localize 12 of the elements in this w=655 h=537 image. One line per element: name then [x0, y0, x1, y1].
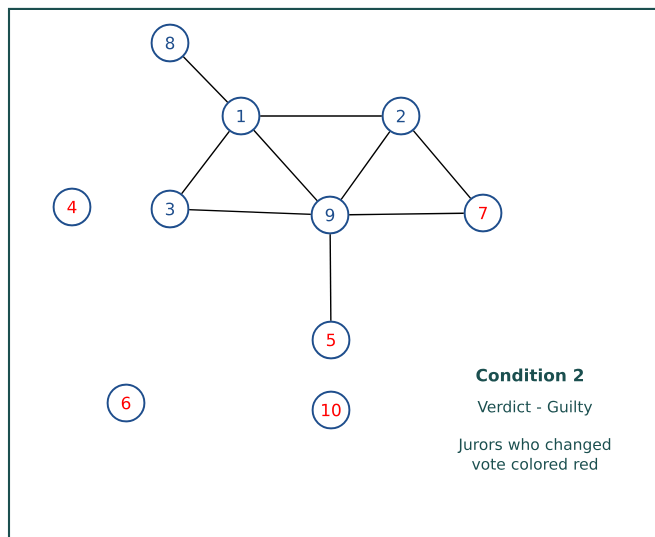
connector-line [181, 130, 230, 194]
connector-line [349, 212, 464, 216]
connector-line [329, 234, 332, 321]
note-text: Verdict - Guilty [478, 400, 592, 416]
note-text: Jurors who changed vote colored red [458, 438, 610, 470]
connector-line [253, 130, 318, 202]
connector-line [412, 130, 472, 199]
connector-line [183, 56, 228, 103]
connector-line [189, 209, 311, 215]
connector-line [260, 115, 382, 117]
title: Condition 2 [476, 368, 583, 382]
connector-line [340, 131, 390, 200]
